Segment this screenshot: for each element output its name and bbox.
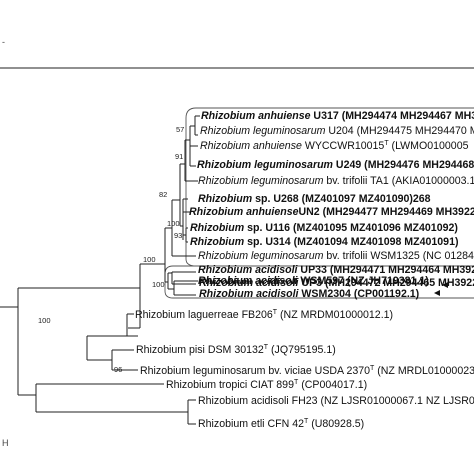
leaf-strain: WYCCWR10015 bbox=[302, 140, 385, 152]
leaf-species: Rhizobium leguminosarum bbox=[198, 175, 324, 187]
leaf-accession: (U80928.5) bbox=[308, 418, 364, 430]
leaf-label: Rhizobium sp. U268 (MZ401097 MZ401090)26… bbox=[198, 193, 431, 205]
leaf-label: Rhizobium acidisoli UP33 (MH294471 MH294… bbox=[198, 264, 474, 276]
leaf-label: Rhizobium acidisoli UP3 (MH294472 MH2944… bbox=[199, 277, 474, 289]
leaf-strain: Rhizobium acidisoli FH23 (NZ LJSR0100006… bbox=[198, 395, 474, 407]
leaf-species: Rhizobium leguminosarum bbox=[198, 250, 324, 262]
leaf-label: Rhizobium anhuiense U317 (MH294474 MH294… bbox=[201, 110, 474, 122]
clade-box-acidisoli bbox=[164, 265, 474, 299]
leaf-strain: Rhizobium pisi DSM 30132 bbox=[136, 344, 264, 356]
leaf-strain: UP33 (MH294471 MH294464 MH39226 bbox=[297, 264, 474, 276]
leaf-accession: (CP004017.1) bbox=[298, 379, 367, 391]
leaf-strain: sp. U268 (MZ401097 MZ401090)268 bbox=[252, 193, 431, 205]
leaf-label: Rhizobium etli CFN 42T (U80928.5) bbox=[198, 418, 364, 430]
leaf-strain: bv. trifolii TA1 (AKIA01000003.1) bbox=[323, 175, 474, 187]
leaf-label: Rhizobium leguminosarum U204 (MH294475 M… bbox=[200, 125, 474, 137]
tree-branches bbox=[0, 115, 200, 425]
corner-letter: H bbox=[2, 438, 9, 448]
leaf-strain: WSM2304 (CP001192.1) bbox=[298, 288, 419, 300]
leaf-strain: Rhizobium leguminosarum bv. viciae USDA … bbox=[140, 365, 370, 377]
leaf-accession: (LWMO0100005 bbox=[389, 140, 469, 152]
leaf-strain: sp. U116 (MZ401095 MZ401096 MZ401092) bbox=[244, 222, 458, 234]
type-strain-mark: T bbox=[384, 140, 389, 147]
bootstrap-label: 100 bbox=[152, 280, 165, 289]
leaf-labels: Rhizobium anhuiense U317 (MH294474 MH294… bbox=[135, 110, 474, 430]
leaf-label: Rhizobium leguminosarum bv. trifolii WSM… bbox=[198, 250, 474, 262]
leaf-label: Rhizobium laguerreae FB206T (NZ MRDM0100… bbox=[135, 309, 393, 321]
type-strain-mark: T bbox=[264, 344, 269, 351]
leaf-label: Rhizobium leguminosarum bv. viciae USDA … bbox=[140, 365, 474, 377]
bootstrap-label: 100 bbox=[167, 219, 180, 228]
marker-triangle-icon bbox=[434, 290, 440, 296]
leaf-accession: (NZ MRDM01000012.1) bbox=[277, 309, 393, 321]
type-strain-mark: T bbox=[294, 379, 299, 386]
leaf-strain: U249 (MH294476 MH294468 MH bbox=[333, 159, 474, 171]
bootstrap-label: 91 bbox=[175, 152, 183, 161]
type-strain-mark: T bbox=[273, 309, 278, 316]
bootstrap-values: 57 91 82 100 93 100 100 100 96 bbox=[38, 125, 184, 374]
marker-triangle-icon bbox=[442, 282, 448, 288]
leaf-strain: WSM597 (NZ JH719381.1) bbox=[297, 275, 428, 287]
leaf-species: Rhizobium bbox=[190, 236, 244, 248]
leaf-species: Rhizobium acidisoli bbox=[198, 275, 299, 287]
leaf-species: Rhizobium anhuiense bbox=[189, 206, 299, 218]
bootstrap-label: 100 bbox=[38, 316, 51, 325]
leaf-accession: (NZ MRDL01000023.1 bbox=[374, 365, 474, 377]
leaf-label: Rhizobium leguminosarum U249 (MH294476 M… bbox=[197, 159, 474, 171]
leaf-label: Rhizobium acidisoli WSM597 (NZ JH719381.… bbox=[198, 275, 429, 287]
type-strain-mark: T bbox=[370, 365, 375, 372]
leaf-label: Rhizobium sp. U116 (MZ401095 MZ401096 MZ… bbox=[190, 222, 458, 234]
leaf-label: Rhizobium tropici CIAT 899T (CP004017.1) bbox=[166, 379, 367, 391]
leaf-strain: Rhizobium laguerreae FB206 bbox=[135, 309, 273, 321]
leaf-label: Rhizobium anhuiense WYCCWR10015T (LWMO01… bbox=[200, 140, 469, 152]
leaf-label: Rhizobium sp. U314 (MZ401094 MZ401098 MZ… bbox=[190, 236, 458, 248]
bootstrap-label: 96 bbox=[114, 365, 122, 374]
leaf-label: Rhizobium acidisoli FH23 (NZ LJSR0100006… bbox=[198, 395, 474, 407]
leaf-strain: sp. U314 (MZ401094 MZ401098 MZ401091) bbox=[244, 236, 458, 248]
leaf-label: Rhizobium anhuienseUN2 (MH294477 MH29446… bbox=[189, 206, 474, 218]
bootstrap-label: 100 bbox=[143, 255, 156, 264]
leaf-accession: (JQ795195.1) bbox=[268, 344, 336, 356]
leaf-species: Rhizobium anhuiense bbox=[200, 140, 302, 152]
leaf-label: Rhizobium acidisoli WSM2304 (CP001192.1) bbox=[199, 288, 419, 300]
leaf-species: Rhizobium anhuiense bbox=[201, 110, 311, 122]
type-strain-mark: T bbox=[304, 418, 309, 425]
leaf-strain: U317 (MH294474 MH294467 MH39 bbox=[310, 110, 474, 122]
leaf-strain: UN2 (MH294477 MH294469 MH39227 bbox=[298, 206, 474, 218]
leaf-species: Rhizobium bbox=[190, 222, 244, 234]
leaf-species: Rhizobium acidisoli bbox=[198, 264, 299, 276]
leaf-strain: UP3 (MH294472 MH294465 MH39226 bbox=[298, 277, 474, 289]
bootstrap-label: 93 bbox=[174, 231, 182, 240]
leaf-species: Rhizobium acidisoli bbox=[199, 288, 300, 300]
leaf-strain: bv. trifolii WSM1325 (NC 012848.1 bbox=[323, 250, 474, 262]
leaf-species: Rhizobium acidisoli bbox=[199, 277, 300, 289]
corner-tick: - bbox=[2, 37, 5, 47]
leaf-species: Rhizobium leguminosarum bbox=[197, 159, 333, 171]
bootstrap-label: 57 bbox=[176, 125, 184, 134]
leaf-strain: U204 (MH294475 MH294470 MH bbox=[325, 125, 474, 137]
leaf-strain: Rhizobium tropici CIAT 899 bbox=[166, 379, 294, 391]
leaf-label: Rhizobium pisi DSM 30132T (JQ795195.1) bbox=[136, 344, 336, 356]
leaf-species: Rhizobium bbox=[198, 193, 252, 205]
leaf-strain: Rhizobium etli CFN 42 bbox=[198, 418, 304, 430]
leaf-label: Rhizobium leguminosarum bv. trifolii TA1… bbox=[198, 175, 474, 187]
bootstrap-label: 82 bbox=[159, 190, 167, 199]
leaf-species: Rhizobium leguminosarum bbox=[200, 125, 326, 137]
